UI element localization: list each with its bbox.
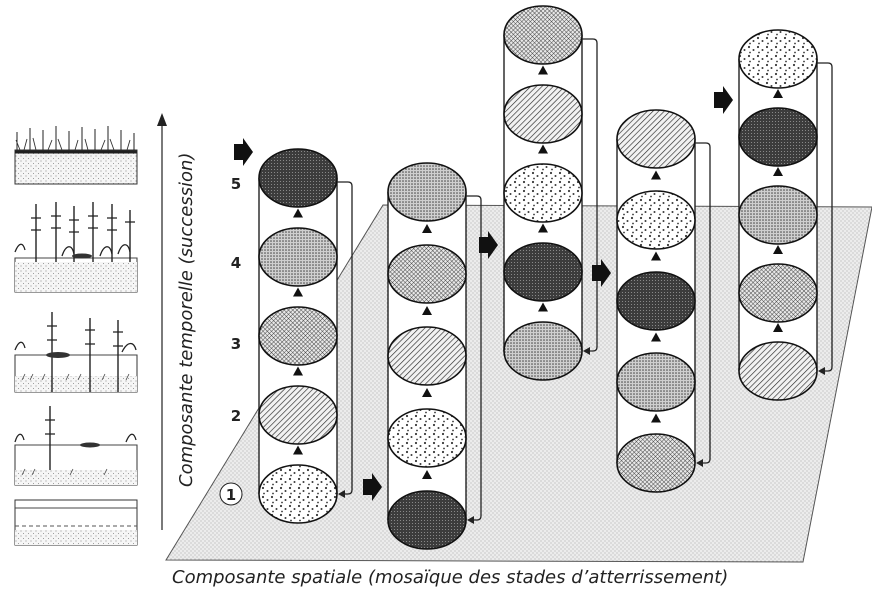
time-axis-arrow (157, 113, 167, 530)
stage-5-disc (387, 490, 467, 550)
stage-5-disc (738, 107, 818, 167)
upward-triangle-icon (293, 366, 303, 376)
stage-2-disc (503, 84, 583, 144)
return-arrowhead-icon (696, 459, 703, 467)
upward-triangle-icon (651, 413, 661, 423)
return-arrow-line (695, 142, 711, 464)
current-stage-arrow-icon (234, 138, 253, 166)
return-arrow-line (466, 195, 482, 521)
stage-5-disc (258, 148, 338, 208)
stage-4-disc (387, 162, 467, 222)
upward-triangle-icon (293, 208, 303, 218)
upward-triangle-icon (293, 445, 303, 455)
stage-1-disc (616, 190, 696, 250)
return-arrow-line (817, 62, 833, 372)
upward-triangle-icon (538, 144, 548, 154)
stage-number-1-circle (219, 482, 243, 506)
stage-3-disc (387, 244, 467, 304)
return-arrowhead-icon (818, 367, 825, 375)
upward-triangle-icon (538, 223, 548, 233)
current-stage-arrow-icon (592, 259, 611, 287)
stage-cylinders (234, 5, 833, 550)
sketch-stage-3 (14, 312, 138, 393)
upward-triangle-icon (651, 332, 661, 342)
stage-4-disc (616, 352, 696, 412)
current-stage-arrow-icon (479, 231, 498, 259)
stage-2-disc (738, 341, 818, 401)
sketch-stage-4 (14, 202, 138, 293)
upward-triangle-icon (773, 89, 783, 98)
stage-5-disc (616, 271, 696, 331)
stage-4-disc (738, 185, 818, 245)
return-arrow-line (582, 38, 598, 352)
stage-number-5: 5 (231, 175, 241, 193)
stage-5-disc (503, 242, 583, 302)
upward-triangle-icon (422, 224, 432, 233)
stage-2-disc (258, 385, 338, 445)
stage-1-disc (387, 408, 467, 468)
cylinder-column-5 (714, 29, 833, 401)
upward-triangle-icon (293, 287, 303, 297)
upward-triangle-icon (538, 65, 548, 75)
return-arrow-line (337, 181, 353, 495)
stage-3-disc (616, 433, 696, 493)
upward-triangle-icon (773, 245, 783, 254)
stage-4-disc (258, 227, 338, 287)
upward-triangle-icon (422, 470, 432, 479)
return-arrowhead-icon (583, 347, 590, 355)
stage-number-4: 4 (231, 254, 241, 272)
stage-2-disc (387, 326, 467, 386)
sketch-stage-5 (14, 126, 138, 185)
upward-triangle-icon (651, 251, 661, 261)
current-stage-arrow-icon (714, 86, 733, 114)
cylinder-column-4 (592, 109, 711, 493)
upward-triangle-icon (422, 306, 432, 315)
upward-triangle-icon (651, 170, 661, 180)
infilling-stage-sketches (14, 126, 138, 546)
stage-1-disc (503, 163, 583, 223)
upward-triangle-icon (773, 167, 783, 176)
y-axis-label: Composante temporelle (succession) (176, 153, 197, 487)
current-stage-arrow-icon (363, 473, 382, 501)
sketch-stage-1 (14, 499, 138, 546)
stage-2-disc (616, 109, 696, 169)
upward-triangle-icon (538, 302, 548, 312)
stage-3-disc (738, 263, 818, 323)
cylinder-column-1 (234, 138, 353, 524)
sketch-stage-2 (14, 406, 138, 486)
x-axis-label: Composante spatiale (mosaïque des stades… (172, 567, 728, 588)
upward-triangle-icon (773, 323, 783, 332)
stage-1-disc (738, 29, 818, 89)
stage-3-disc (258, 306, 338, 366)
return-arrowhead-icon (467, 516, 474, 524)
stage-4-disc (503, 321, 583, 381)
return-arrowhead-icon (338, 490, 345, 498)
stage-number-3: 3 (231, 335, 241, 353)
stage-number-2: 2 (231, 407, 241, 425)
stage-1-disc (258, 464, 338, 524)
stage-number-labels: 1 2 3 4 5 (219, 175, 243, 506)
stage-3-disc (503, 5, 583, 65)
upward-triangle-icon (422, 388, 432, 397)
cylinder-column-3 (479, 5, 598, 381)
cylinder-column-2 (363, 162, 482, 550)
stage-number-1: 1 (226, 486, 236, 504)
